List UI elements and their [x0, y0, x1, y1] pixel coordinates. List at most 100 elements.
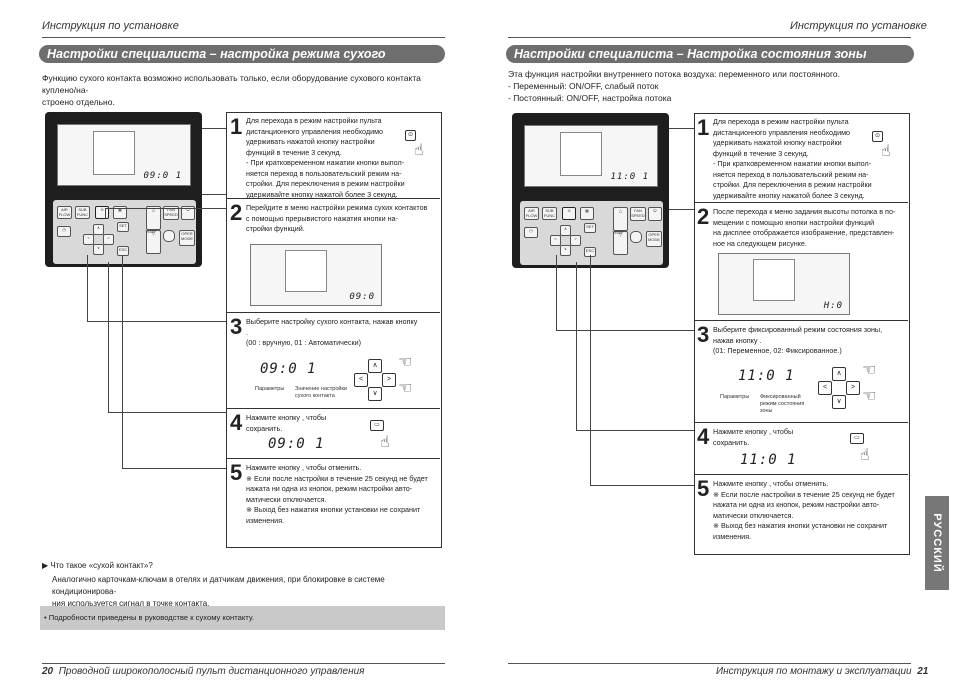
right-step-divider-3	[694, 422, 908, 423]
right-power-button[interactable]: ⏻	[648, 207, 662, 221]
right-connector-step1	[669, 128, 695, 210]
left-step-4-number: 4	[230, 410, 243, 435]
right-sub-func-button[interactable]: SUB FUNC	[542, 207, 557, 220]
right-temp-up-button[interactable]: △	[613, 207, 628, 231]
right-timer-button[interactable]: ▦	[580, 207, 594, 220]
remote-lcd-value: 09:0 1	[143, 171, 182, 181]
left-footer-rule	[42, 663, 445, 664]
right-step1-func-icon: ⊙	[872, 131, 883, 142]
left-step1-hand-icon: ☝	[414, 142, 424, 159]
language-side-tab: РУССКИЙ	[925, 496, 949, 590]
right-step-divider-2	[694, 320, 908, 321]
left-step-divider-1	[226, 198, 440, 199]
temp-down-button[interactable]: ▽	[146, 230, 161, 254]
right-step3-param-label: Параметры	[720, 394, 750, 400]
set-button[interactable]: SET	[117, 222, 129, 232]
left-header-rule	[42, 37, 445, 38]
right-temp-down-button[interactable]: ▽	[613, 231, 628, 255]
right-left-arrow-button[interactable]: <	[550, 235, 561, 246]
right-header-rule	[508, 37, 911, 38]
right-arrow-button[interactable]: >	[103, 234, 114, 245]
right-footer-rule	[508, 663, 911, 664]
left-page-number: 20	[42, 666, 54, 677]
right-air-flow-button[interactable]: AIR FLOW	[524, 207, 539, 220]
sub-func-button[interactable]: SUB FUNC	[75, 206, 90, 219]
left-arrow-button[interactable]: <	[83, 234, 94, 245]
right-remote-controller: 11:0 1 AIR FLOW SUB FUNC ⊙ ▦ ◷ ∧ < > ∨ E…	[512, 113, 669, 268]
left-step4-set-icon: ▭	[370, 420, 384, 431]
left-intro-line-1: Функцию сухого контакта возможно использ…	[42, 73, 421, 95]
left-step2-display: 09:0	[250, 244, 382, 306]
remote-controller: 09:0 1 AIR FLOW SUB FUNC ⊙ ▦ ◷ ∧ < > ∨ E…	[45, 112, 202, 267]
power-button[interactable]: ⏻	[181, 206, 195, 220]
left-step2-menu-grid	[285, 250, 327, 292]
right-remote-display: 11:0 1	[524, 125, 658, 187]
left-answer: Аналогично карточкам-ключам в отелях и д…	[52, 575, 385, 608]
right-up-arrow-button[interactable]: ∧	[560, 225, 571, 236]
right-step-3-text: Выберите фиксированный режим состояния з…	[713, 325, 883, 355]
right-connector-step3	[556, 255, 695, 331]
right-down-arrow-button[interactable]: ∨	[560, 245, 571, 256]
left-page-header: Инструкция по установке	[42, 20, 179, 32]
connector-step3	[87, 255, 228, 322]
right-fan-speed-button[interactable]: FAN SPEED	[630, 207, 646, 221]
right-round-button[interactable]	[630, 231, 642, 243]
connector-step5	[122, 255, 228, 469]
oper-mode-button[interactable]: OPER MODE	[179, 230, 195, 246]
left-step3-param-label: Параметры	[255, 386, 285, 392]
right-step3-value-label: Фиксированный режим состояния зоны	[760, 394, 805, 414]
left-step3-up-key: ∧	[368, 359, 382, 373]
right-function-setting-button[interactable]: ⊙	[562, 207, 576, 220]
right-page-header: Инструкция по установке	[790, 20, 927, 32]
temp-up-button[interactable]: △	[146, 206, 161, 230]
right-step1-hand-icon: ☝	[881, 143, 891, 160]
left-footer-text: Проводной широкополосный пульт дистанцио…	[58, 666, 365, 677]
right-set-button[interactable]: SET	[584, 223, 596, 233]
right-clock-button[interactable]: ◷	[524, 227, 538, 238]
air-flow-button[interactable]: AIR FLOW	[57, 206, 72, 219]
right-step-divider-1	[694, 202, 908, 203]
timer-button[interactable]: ▦	[113, 206, 127, 219]
left-step-divider-4	[226, 458, 440, 459]
right-right-arrow-button[interactable]: >	[570, 235, 581, 246]
right-page-number: 21	[917, 666, 929, 677]
right-step-divider-4	[694, 474, 908, 475]
right-step2-display: H:0	[718, 253, 850, 315]
right-step3-right-key: >	[846, 381, 860, 395]
esc-button[interactable]: ESC	[117, 246, 129, 256]
round-button[interactable]	[163, 230, 175, 242]
left-step3-left-key: <	[354, 373, 368, 387]
right-steps-frame	[694, 113, 910, 555]
right-step2-lcd: H:0	[823, 301, 843, 311]
display-menu-grid	[93, 131, 135, 175]
right-section-title: Настройки специалиста – Настройка состоя…	[506, 45, 914, 63]
right-step3-left-key: <	[818, 381, 832, 395]
left-step-3-text: Выберите настройку сухого контакта, нажа…	[246, 317, 418, 347]
clock-button[interactable]: ◷	[57, 226, 71, 237]
left-step4-hand-icon: ☝	[380, 434, 390, 451]
remote-display: 09:0 1	[57, 124, 191, 186]
left-question-text: Что такое «сухой контакт»?	[50, 561, 153, 570]
left-note-box: • Подробности приведены в руководстве к …	[40, 606, 445, 630]
left-step-divider-2	[226, 312, 440, 313]
right-step-5-text: Нажмите кнопку , чтобы отменить.※ Если п…	[713, 479, 895, 541]
left-step2-lcd: 09:0	[349, 292, 375, 302]
left-step3-lcd: 09:0 1	[260, 361, 317, 377]
right-step-5-number: 5	[697, 476, 710, 501]
right-intro: Эта функция настройки внутреннего потока…	[508, 69, 841, 103]
left-step3-down-key: ∨	[368, 387, 382, 401]
right-remote-button-panel: AIR FLOW SUB FUNC ⊙ ▦ ◷ ∧ < > ∨ ESC SET …	[520, 201, 663, 265]
right-footer-text: Инструкция по монтажу и эксплуатации	[716, 666, 912, 677]
down-arrow-button[interactable]: ∨	[93, 244, 104, 255]
right-step3-hand-icon-2: ☜	[862, 388, 877, 405]
right-step4-lcd: 11:0 1	[740, 452, 797, 468]
left-steps-frame	[226, 112, 442, 548]
fan-speed-button[interactable]: FAN SPEED	[163, 206, 179, 220]
right-oper-mode-button[interactable]: OPER MODE	[646, 231, 662, 247]
left-step3-right-key: >	[382, 373, 396, 387]
triangle-bullet-icon: ▶	[42, 561, 51, 570]
up-arrow-button[interactable]: ∧	[93, 224, 104, 235]
